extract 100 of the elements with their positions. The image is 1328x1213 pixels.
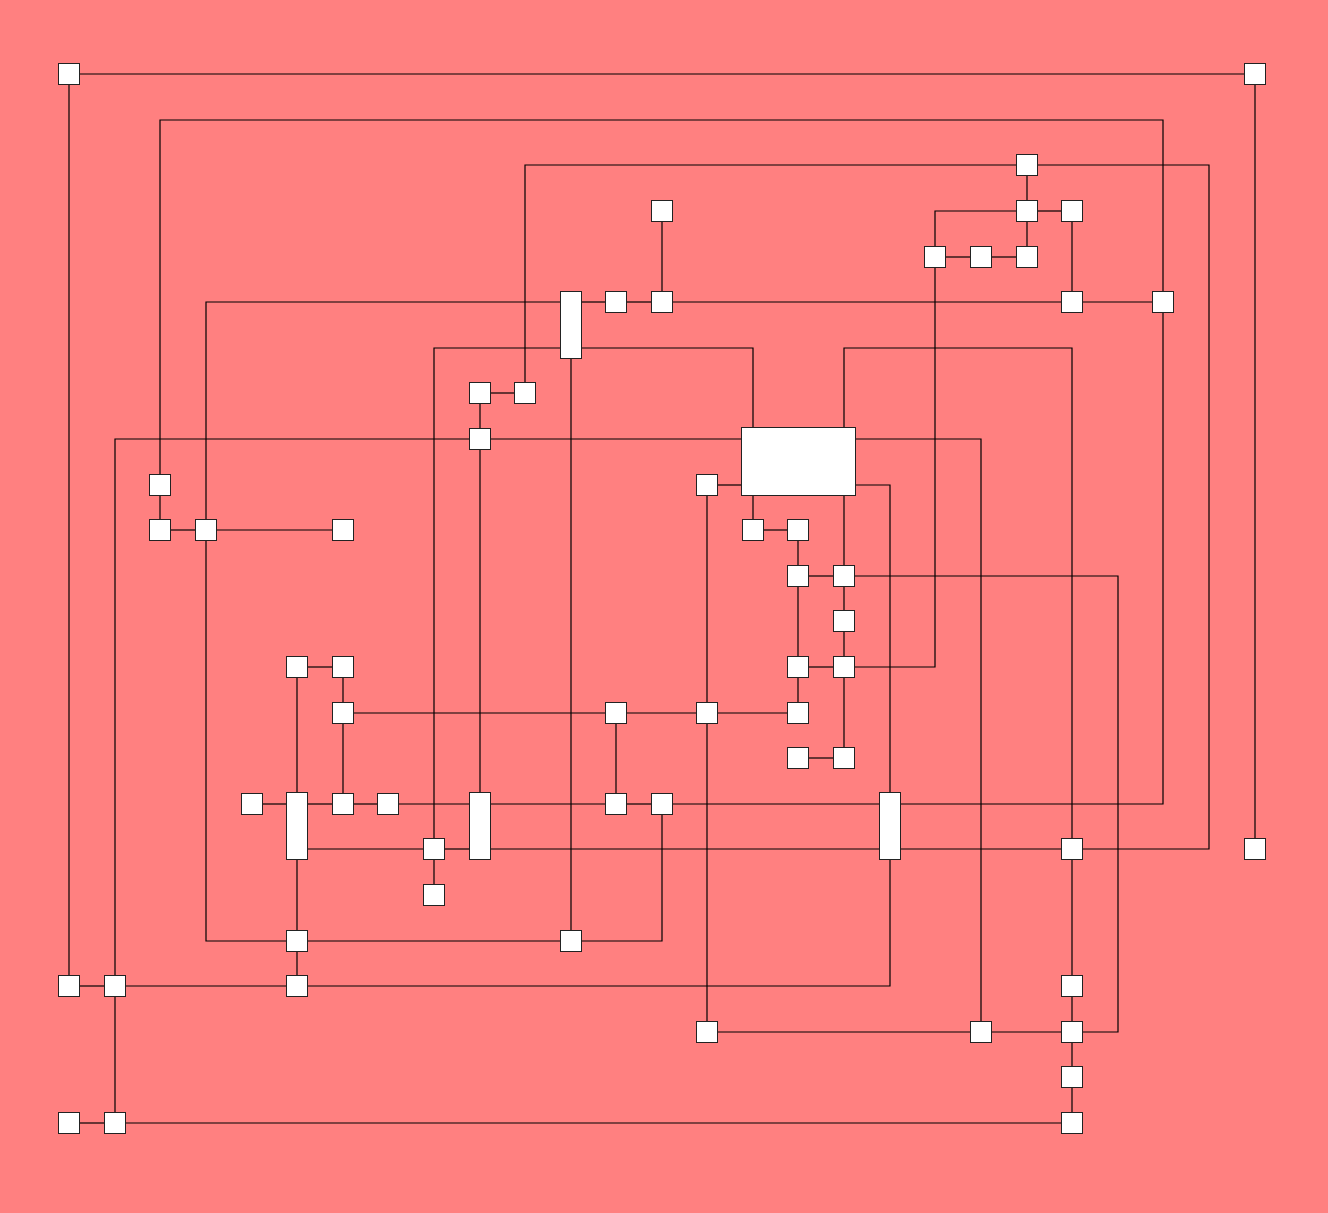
connector-line (626, 301, 652, 303)
node-box (58, 63, 80, 85)
connector-line (854, 267, 936, 668)
connector-line (797, 540, 799, 566)
connector-line (991, 256, 1017, 258)
connector-line (763, 529, 788, 531)
connector-line (216, 529, 333, 531)
connector-line (1071, 221, 1073, 292)
node-box (833, 565, 855, 587)
connector-line (717, 712, 788, 714)
node-box (469, 792, 491, 860)
connector-line (843, 495, 845, 566)
node-box (833, 610, 855, 632)
node-box (1061, 200, 1083, 222)
node-box (332, 656, 354, 678)
connector-line (843, 347, 1073, 839)
node-box (1061, 838, 1083, 860)
node-box (1061, 1021, 1083, 1043)
connector-line (490, 803, 606, 805)
node-box (423, 884, 445, 906)
node-box (742, 519, 764, 541)
connector-line (444, 848, 470, 850)
node-box (924, 246, 946, 268)
connector-line (797, 586, 799, 657)
node-box (696, 1021, 718, 1043)
node-box (1061, 291, 1083, 313)
connector-line (843, 631, 845, 657)
connector-line (353, 712, 606, 714)
connector-line (1071, 859, 1073, 976)
node-box (605, 793, 627, 815)
connector-line (808, 666, 834, 668)
connector-line (307, 803, 333, 805)
connector-line (296, 677, 298, 793)
connector-line (717, 1031, 971, 1033)
connector-line (626, 712, 697, 714)
node-box (58, 1112, 80, 1134)
connector-line (991, 1031, 1062, 1033)
node-box (560, 291, 582, 359)
connector-line (1254, 84, 1256, 839)
connector-line (490, 848, 880, 850)
node-box (605, 291, 627, 313)
connector-line (307, 666, 333, 668)
connector-line (752, 495, 754, 520)
node-box (651, 200, 673, 222)
connector-line (797, 677, 799, 703)
node-box (1061, 1112, 1083, 1134)
connector-line (1071, 1087, 1073, 1113)
connector-line (855, 438, 982, 1022)
node-box (696, 702, 718, 724)
node-box (514, 382, 536, 404)
node-box (879, 792, 901, 860)
connector-line (1026, 175, 1028, 201)
connector-line (79, 1122, 105, 1124)
connector-line (808, 575, 834, 577)
connector-line (1071, 1042, 1073, 1067)
connector-line (125, 1122, 1062, 1124)
node-box (741, 427, 856, 496)
node-box (423, 838, 445, 860)
node-box (833, 656, 855, 678)
node-box (332, 519, 354, 541)
node-box (58, 975, 80, 997)
node-box (787, 747, 809, 769)
connector-line (581, 301, 606, 303)
connector-line (626, 803, 652, 805)
connector-line (114, 996, 116, 1113)
connector-line (1071, 996, 1073, 1022)
node-box (332, 793, 354, 815)
connector-line (843, 586, 845, 611)
connector-line (398, 803, 470, 805)
connector-line (1026, 221, 1028, 247)
connector-line (342, 677, 344, 703)
connector-line (170, 529, 196, 531)
node-box (1016, 154, 1038, 176)
node-box (1244, 63, 1266, 85)
connector-line (79, 73, 1245, 75)
node-box (651, 793, 673, 815)
connector-line (342, 723, 344, 794)
connector-line (205, 540, 287, 942)
connector-line (934, 210, 1017, 247)
node-box (286, 656, 308, 678)
connector-line (490, 392, 515, 394)
connector-line (570, 358, 572, 931)
connector-line (672, 803, 880, 805)
node-box (377, 793, 399, 815)
node-box (332, 702, 354, 724)
connector-line (945, 256, 971, 258)
connector-line (353, 803, 378, 805)
connector-line (1082, 301, 1153, 303)
connector-line (307, 848, 424, 850)
connector-line (717, 484, 742, 486)
connector-line (296, 859, 298, 931)
connector-line (1037, 210, 1062, 212)
node-box (241, 793, 263, 815)
node-box (970, 1021, 992, 1043)
connector-line (479, 449, 481, 793)
connector-line (1037, 164, 1210, 850)
connector-line (114, 438, 470, 976)
node-box (833, 747, 855, 769)
connector-line (524, 164, 1017, 383)
connector-line (843, 677, 845, 748)
